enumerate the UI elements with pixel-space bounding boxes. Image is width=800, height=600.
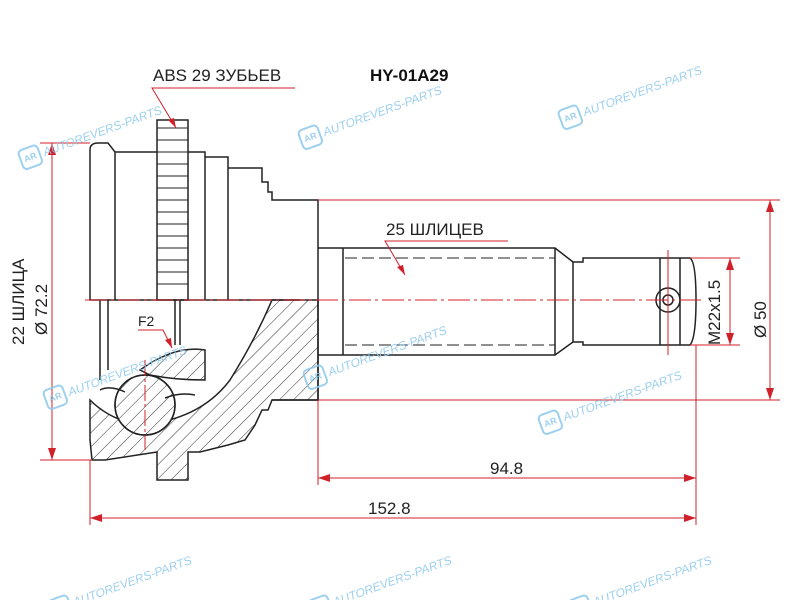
outer-diameter-dimension: Ø 72.2 — [32, 283, 51, 335]
thread-dimension: M22x1.5 — [705, 279, 724, 345]
shaft-length-dimension: 94.8 — [490, 459, 524, 478]
seal-diameter-dimension: Ø 50 — [751, 301, 770, 338]
abs-teeth-label: ABS 29 ЗУБЬЕВ — [153, 66, 282, 85]
arrowheads — [48, 118, 774, 522]
f2-label: F2 — [138, 313, 155, 329]
abs-teeth — [157, 127, 188, 285]
cross-section — [89, 299, 319, 481]
dimension-lines — [40, 87, 780, 525]
part-number: HY-01A29 — [370, 66, 449, 85]
inner-splines-label: 22 ШЛИЦА — [9, 258, 28, 345]
total-length-dimension: 152.8 — [368, 499, 411, 518]
outer-splines-label: 25 ШЛИЦЕВ — [386, 220, 484, 239]
abs-ring — [156, 119, 189, 301]
